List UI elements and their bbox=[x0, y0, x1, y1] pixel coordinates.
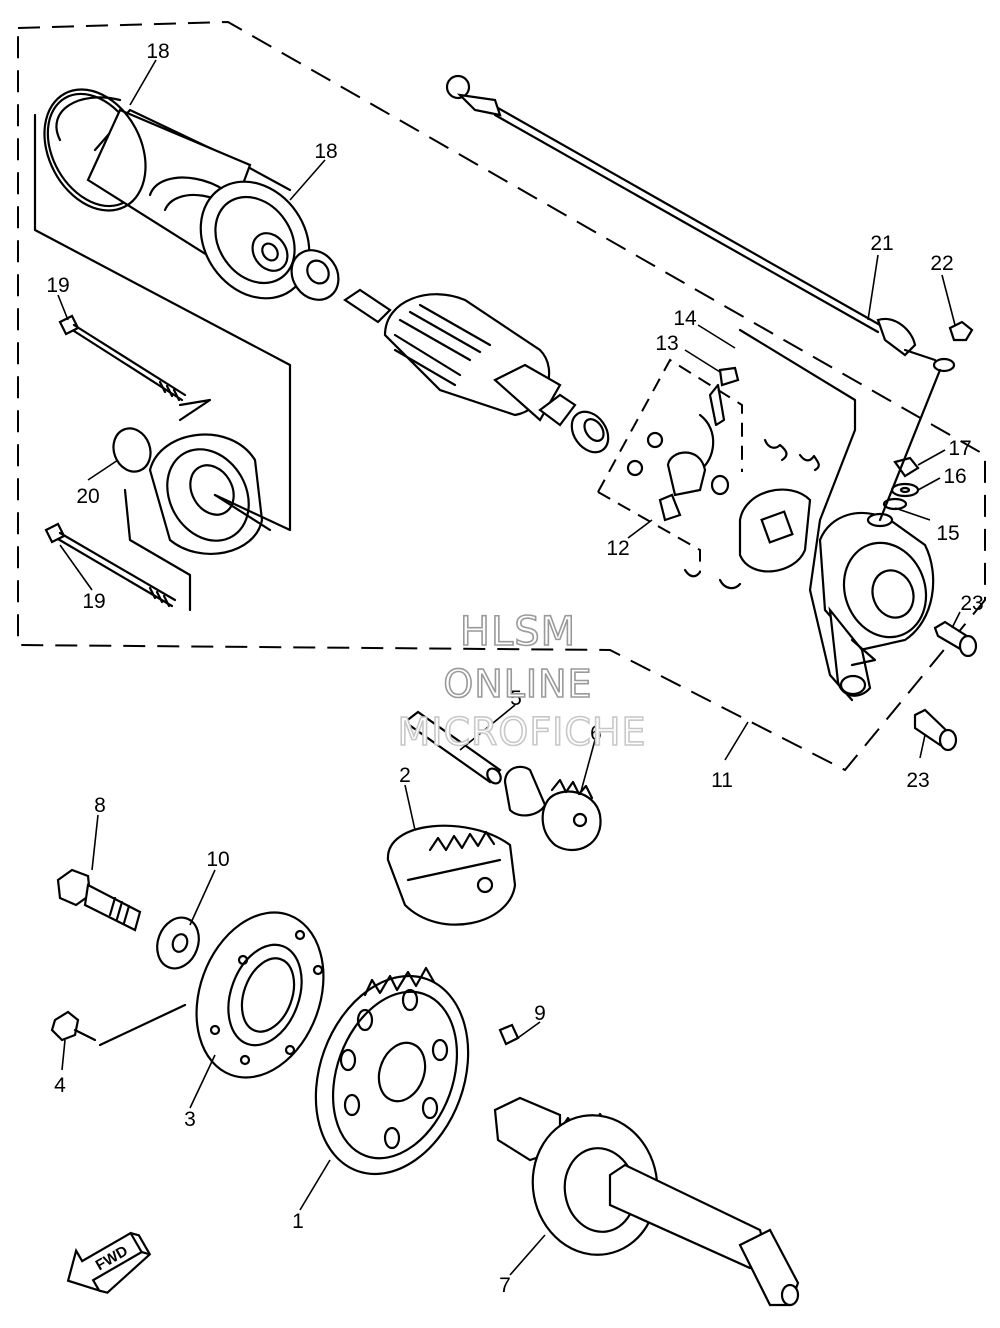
callout-5: 5 bbox=[510, 687, 522, 710]
idler-gear-small bbox=[503, 765, 602, 852]
callout-9: 9 bbox=[534, 1002, 546, 1025]
callout-16: 16 bbox=[943, 465, 966, 488]
watermark-line-2: ONLINE bbox=[443, 662, 592, 706]
watermark-line-3: MICROFICHE bbox=[397, 710, 646, 754]
callout-11: 11 bbox=[711, 769, 733, 792]
leader-lines bbox=[57, 59, 961, 1276]
yoke-o-ring bbox=[43, 88, 147, 212]
callout-4: 4 bbox=[54, 1074, 66, 1097]
callout-18-yoke: 18 bbox=[146, 40, 169, 63]
idler-shaft-gear bbox=[493, 1096, 800, 1307]
bracket-screws bbox=[913, 620, 978, 752]
armature-bearing bbox=[290, 249, 340, 301]
callout-14: 14 bbox=[673, 307, 697, 330]
callout-15: 15 bbox=[936, 522, 959, 545]
bracket-o-ring bbox=[112, 427, 152, 473]
starter-clutch bbox=[195, 911, 325, 1079]
idler-gear-large bbox=[386, 824, 517, 926]
callout-19-lower: 19 bbox=[82, 590, 105, 613]
brush-holder-boundary bbox=[597, 358, 743, 572]
callout-23-upper: 23 bbox=[960, 592, 983, 615]
armature bbox=[343, 288, 610, 454]
callout-21: 21 bbox=[870, 232, 893, 255]
callout-7: 7 bbox=[499, 1274, 511, 1297]
gear-bolt bbox=[56, 868, 142, 932]
callout-6: 6 bbox=[590, 722, 602, 745]
through-bolt-upper bbox=[58, 314, 187, 402]
clutch-bolt bbox=[50, 1003, 187, 1047]
callout-22: 22 bbox=[930, 252, 953, 275]
starter-yoke bbox=[46, 92, 311, 300]
forward-direction-arrow: FWD bbox=[66, 1231, 151, 1294]
starter-wheel-gear bbox=[314, 966, 470, 1176]
callout-18-cover: 18 bbox=[314, 140, 337, 163]
watermark-line-1: HLSM bbox=[460, 609, 576, 655]
callout-13: 13 bbox=[655, 332, 678, 355]
starter-lead-wire bbox=[445, 74, 956, 373]
gear-washer bbox=[156, 916, 200, 970]
callout-1: 1 bbox=[292, 1210, 304, 1233]
rear-bracket bbox=[33, 113, 292, 612]
commutator-plate bbox=[738, 488, 812, 573]
callout-8: 8 bbox=[94, 794, 106, 817]
callout-2: 2 bbox=[399, 764, 411, 787]
through-bolt-lower bbox=[44, 522, 177, 608]
starter-assembly-boundary bbox=[17, 20, 986, 772]
callout-3: 3 bbox=[184, 1108, 196, 1131]
callout-10: 10 bbox=[206, 848, 229, 871]
watermark: HLSM ONLINE MICROFICHE bbox=[397, 608, 647, 755]
idler-shaft bbox=[403, 710, 502, 785]
callout-19-upper: 19 bbox=[46, 274, 69, 297]
callout-20: 20 bbox=[76, 485, 99, 508]
callout-23-lower: 23 bbox=[906, 769, 929, 792]
callout-17: 17 bbox=[948, 437, 971, 460]
callout-labels: 18 18 19 20 19 21 22 14 13 12 17 16 15 2… bbox=[46, 40, 983, 1297]
front-bracket bbox=[738, 328, 935, 702]
terminal-nut bbox=[948, 320, 974, 342]
brush-holder bbox=[626, 366, 820, 590]
callout-12: 12 bbox=[606, 537, 629, 560]
woodruff-key bbox=[498, 1023, 520, 1046]
